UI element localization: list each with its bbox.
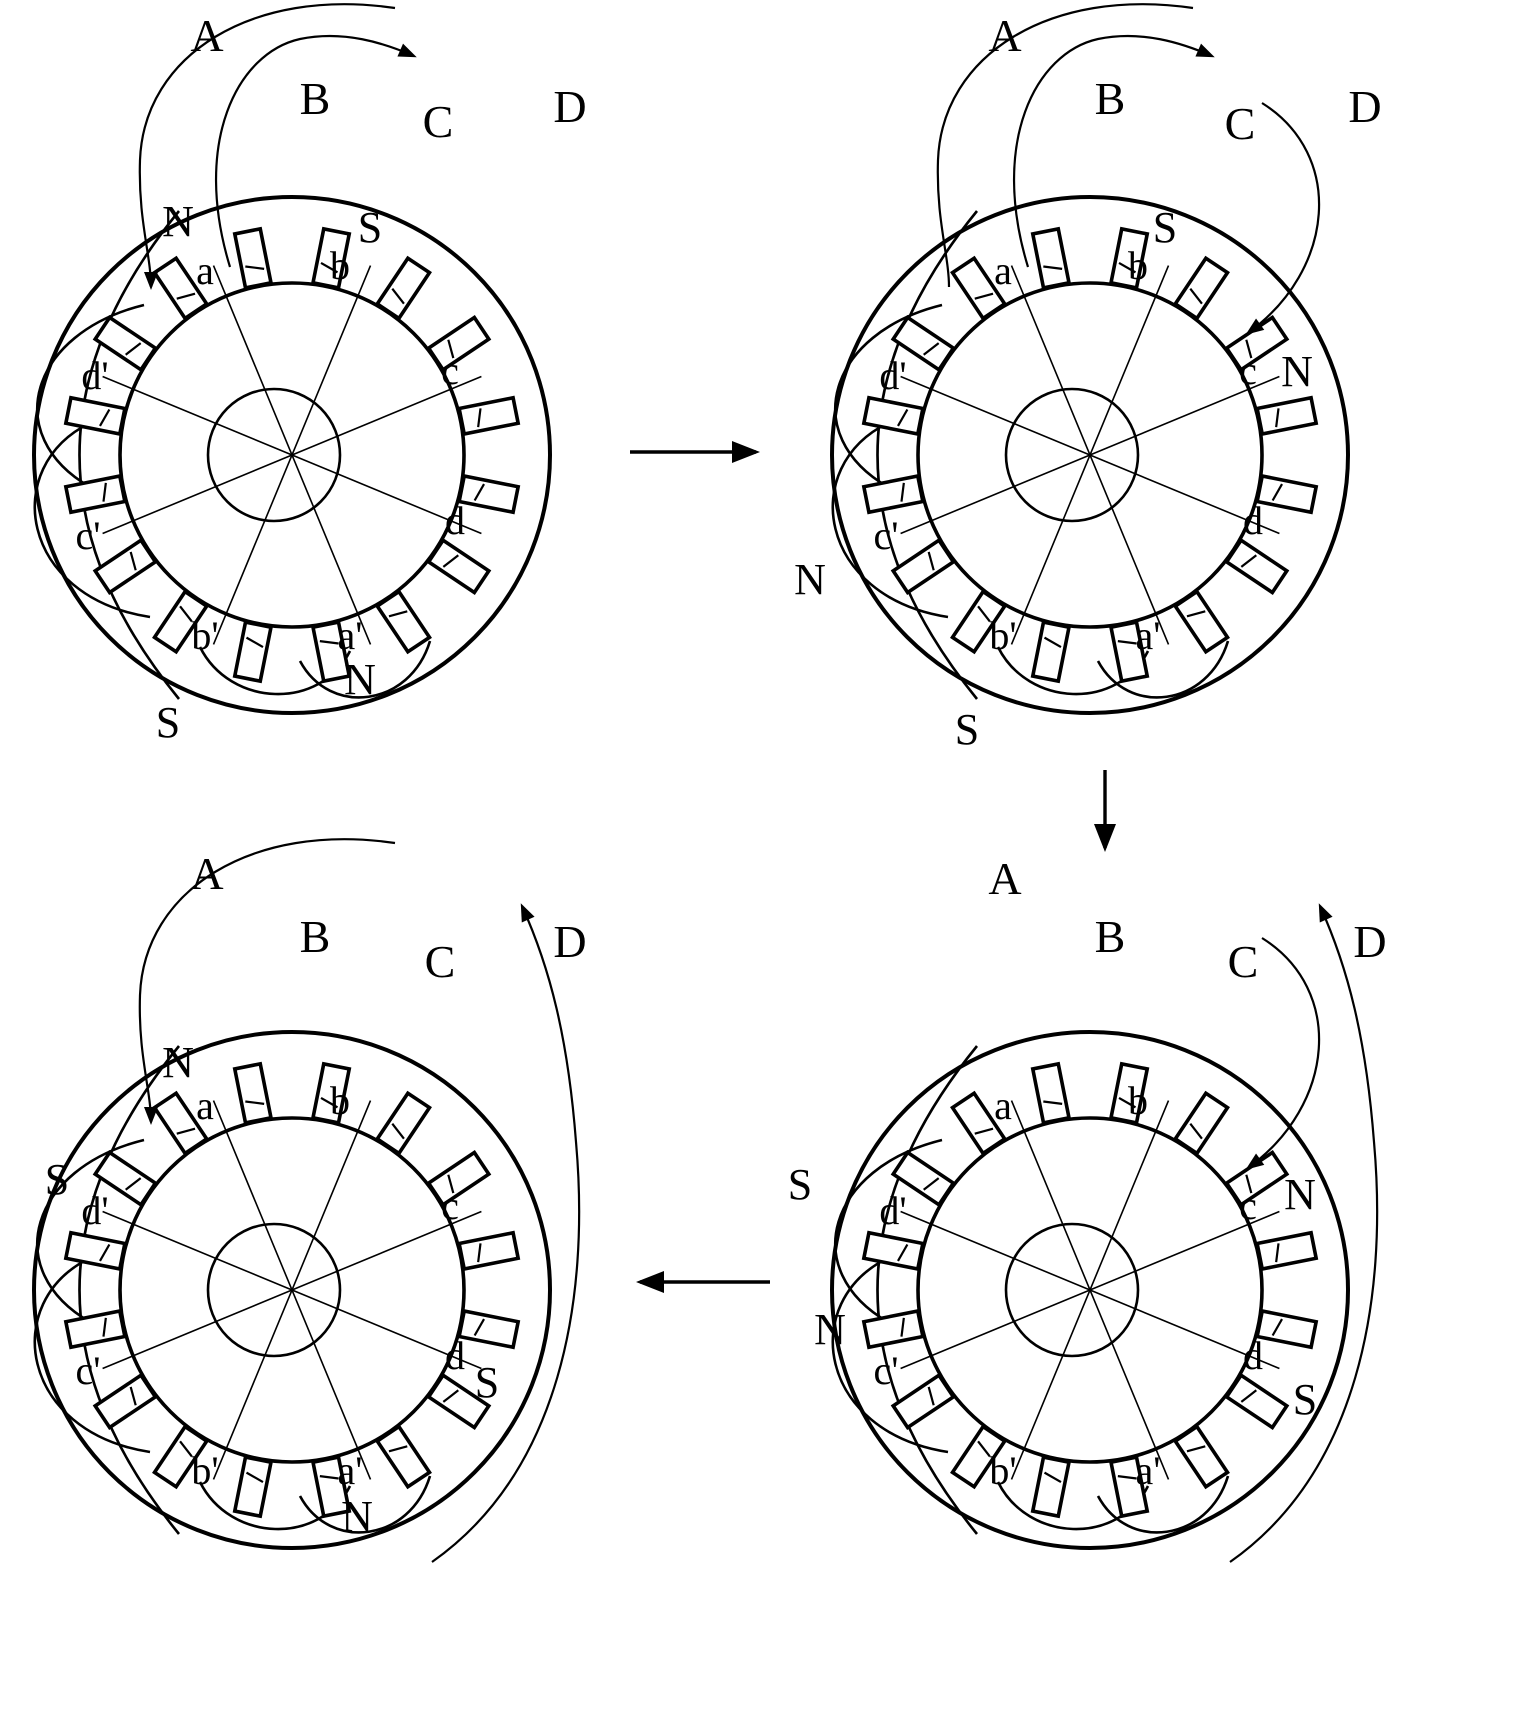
pole-label-right: S	[475, 1358, 499, 1407]
slot-label-d-prime: d'	[81, 353, 108, 398]
pole-label-left: S	[45, 1155, 69, 1204]
diagram-bottom-left: A B C D a b c d d' c' b' a' N S S N	[32, 838, 587, 1563]
slot-label-b: b	[1128, 1078, 1148, 1123]
slot-label-c-prime: c'	[76, 513, 101, 558]
phase-label-c: C	[1228, 936, 1259, 987]
phase-label-c: C	[423, 96, 454, 147]
pole-label-lower-right: N	[344, 655, 376, 704]
phase-label-b: B	[1095, 911, 1126, 962]
slot-label-b-prime: b'	[191, 613, 218, 658]
slot-label-a: a	[196, 248, 214, 293]
slot-label-d-prime: d'	[879, 1188, 906, 1233]
slot-label-a-prime: a'	[338, 1448, 363, 1493]
winding-lead-phase-a	[138, 3, 396, 290]
phase-label-a: A	[190, 10, 223, 61]
diagram-bottom-right: A B C D a b c d d' c' b' a' S N N S	[788, 853, 1387, 1563]
pole-label-upper-left: N	[162, 1038, 194, 1087]
stator-bottom-left	[32, 1030, 552, 1550]
slot-label-b-prime: b'	[989, 613, 1016, 658]
phase-label-d: D	[553, 81, 586, 132]
slot-label-d: d	[1243, 498, 1263, 543]
sequence-arrows	[630, 441, 1116, 1293]
phase-label-c: C	[1225, 98, 1256, 149]
slot-label-c-prime: c'	[76, 1348, 101, 1393]
pole-label-bottom: N	[341, 1492, 373, 1541]
pole-label-left: N	[794, 555, 826, 604]
pole-label-right: N	[1281, 347, 1313, 396]
stator-top-left	[32, 195, 552, 715]
pole-label-bottom: S	[955, 705, 979, 754]
phase-label-d: D	[1353, 916, 1386, 967]
stator-top-right	[830, 195, 1350, 715]
pole-label-top: S	[1153, 203, 1177, 252]
slot-label-c: c	[441, 348, 459, 393]
diagram-top-left: A B C D a b c d d' c' b' a' N S N S	[32, 3, 587, 747]
slot-label-c-prime: c'	[874, 1348, 899, 1393]
phase-label-b: B	[300, 73, 331, 124]
winding-lead-phase-c	[1245, 937, 1321, 1170]
slot-label-b: b	[330, 243, 350, 288]
phase-label-a: A	[988, 853, 1021, 904]
winding-lead-phase-a	[936, 3, 1194, 288]
phase-label-d: D	[553, 916, 586, 967]
winding-lead-phase-d	[431, 903, 581, 1563]
pole-label-right-upper: N	[1284, 1170, 1316, 1219]
pole-label-lower-left: S	[156, 698, 180, 747]
winding-lead-phase-d	[1229, 903, 1379, 1563]
slot-label-c: c	[1239, 348, 1257, 393]
winding-lead-phase-b	[215, 34, 417, 268]
slot-label-a: a	[196, 1083, 214, 1128]
slot-label-a-prime: a'	[1136, 1448, 1161, 1493]
pole-label-left-upper: S	[788, 1160, 812, 1209]
winding-lead-phase-a	[138, 838, 396, 1125]
diagram-top-right: A B C D a b c d d' c' b' a' S N N S	[794, 3, 1382, 754]
slot-label-b-prime: b'	[191, 1448, 218, 1493]
phase-label-a: A	[190, 848, 223, 899]
phase-label-b: B	[1095, 73, 1126, 124]
slot-label-d: d	[445, 498, 465, 543]
slot-label-c: c	[1239, 1183, 1257, 1228]
slot-label-d: d	[1243, 1333, 1263, 1378]
pole-label-upper-left: N	[162, 197, 194, 246]
pole-label-left-lower: N	[814, 1305, 846, 1354]
stator-bottom-right	[830, 1030, 1350, 1550]
phase-label-c: C	[425, 936, 456, 987]
pole-label-upper-right: S	[358, 203, 382, 252]
winding-lead-phase-b	[1013, 34, 1215, 268]
slot-label-b: b	[1128, 243, 1148, 288]
slot-label-c: c	[441, 1183, 459, 1228]
slot-label-b: b	[330, 1078, 350, 1123]
slot-label-b-prime: b'	[989, 1448, 1016, 1493]
phase-label-b: B	[300, 911, 331, 962]
slot-label-d-prime: d'	[879, 353, 906, 398]
pole-label-right-lower: S	[1293, 1375, 1317, 1424]
slot-label-d: d	[445, 1333, 465, 1378]
slot-label-d-prime: d'	[81, 1188, 108, 1233]
slot-label-a: a	[994, 248, 1012, 293]
slot-label-a-prime: a'	[1136, 613, 1161, 658]
winding-lead-phase-c	[1245, 102, 1321, 335]
slot-label-c-prime: c'	[874, 513, 899, 558]
slot-label-a: a	[994, 1083, 1012, 1128]
phase-label-a: A	[988, 10, 1021, 61]
phase-label-d: D	[1348, 81, 1381, 132]
slot-label-a-prime: a'	[338, 613, 363, 658]
